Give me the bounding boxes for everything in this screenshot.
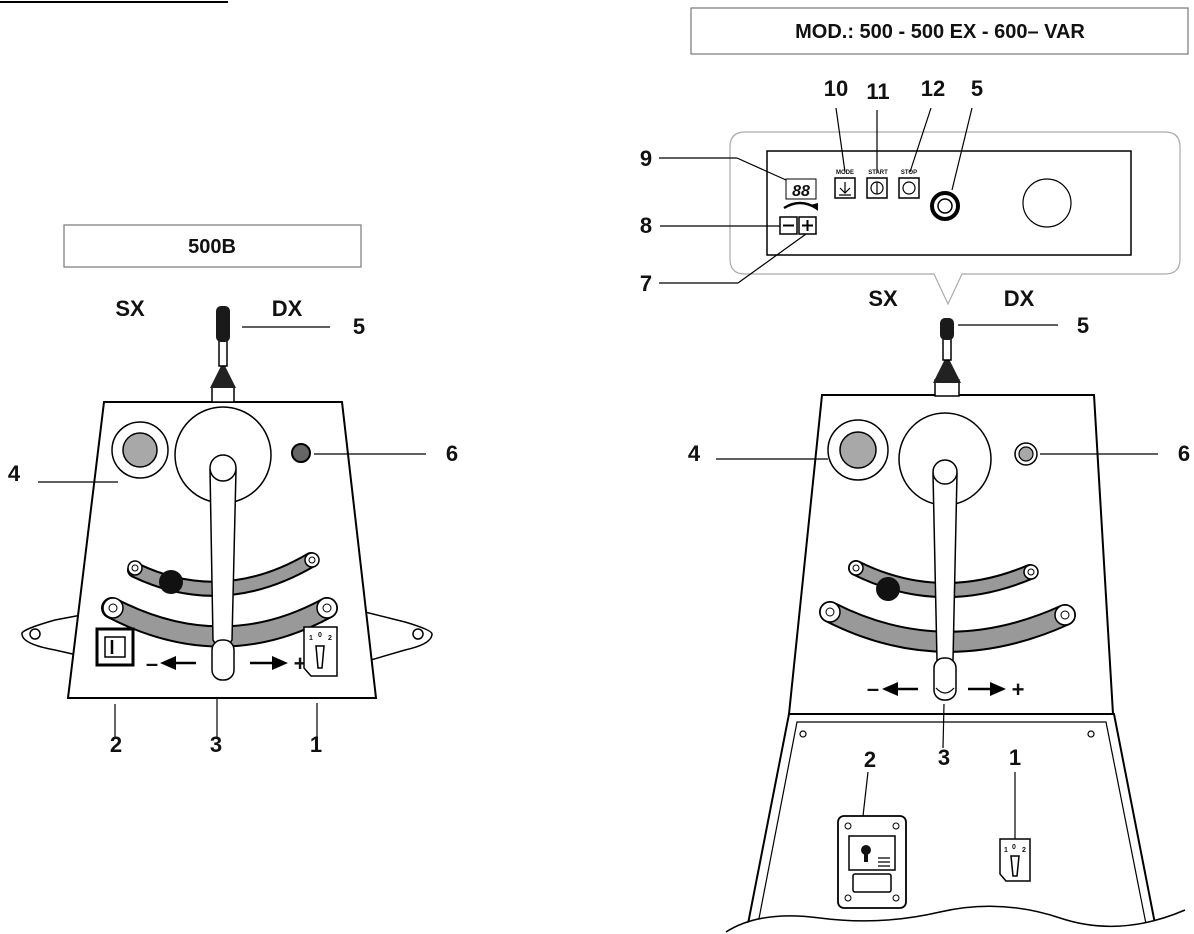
right-callout-7: 7	[640, 271, 652, 296]
right-joystick-knob	[940, 318, 954, 340]
right-leader-12	[909, 107, 932, 173]
svg-text:0: 0	[1012, 844, 1016, 851]
right-base-inner-frame	[755, 721, 1149, 934]
left-arrow-left-icon	[160, 656, 176, 670]
right-callout-6: 6	[1178, 441, 1190, 466]
right-leader-10	[835, 107, 846, 173]
right-break-line	[725, 905, 1186, 933]
left-dir-plus: +	[294, 651, 307, 676]
right-start-label: START	[868, 170, 888, 176]
right-model-box	[690, 7, 1189, 55]
left-side-dx: DX	[272, 296, 303, 321]
right-bolts	[819, 560, 1076, 626]
left-side-sx: SX	[115, 296, 145, 321]
left-mount-hole-left	[29, 628, 41, 640]
right-rotary-selector: 1 0 2	[999, 838, 1031, 882]
right-callout-4: 4	[688, 441, 701, 466]
right-dir-plus: +	[1012, 677, 1025, 702]
svg-text:2: 2	[328, 635, 332, 642]
right-callout-8: 8	[640, 213, 652, 238]
right-remote-plate	[1022, 178, 1072, 228]
right-emergency-button	[839, 431, 877, 469]
right-callout-5-panel: 5	[971, 76, 983, 101]
svg-text:2: 2	[1022, 847, 1026, 854]
right-rotary-knob-icon	[1010, 855, 1020, 877]
right-leader-7b	[737, 233, 807, 284]
right-callout-2: 2	[864, 747, 876, 772]
right-callout-9: 9	[640, 146, 652, 171]
left-lever-handle	[211, 639, 235, 681]
left-mount-hole-right	[412, 628, 424, 640]
left-joystick-boot	[210, 362, 236, 388]
left-joystick-shaft	[218, 337, 228, 367]
right-main-switch	[837, 815, 907, 909]
left-joystick-base	[211, 385, 235, 403]
right-callout-11: 11	[866, 79, 889, 104]
right-callout-10: 10	[824, 76, 848, 101]
left-rotary-knob-icon	[315, 645, 325, 669]
right-arrow-left-icon	[882, 682, 898, 696]
right-side-sx: SX	[868, 286, 898, 311]
right-dir-minus: –	[867, 676, 879, 701]
right-lever-hub	[932, 459, 958, 485]
left-dir-minus: –	[146, 651, 158, 676]
left-mount-ear-right	[356, 609, 433, 663]
left-callout-3: 3	[210, 732, 222, 757]
right-stop-label: STOP	[901, 170, 917, 176]
right-indicator-lamp	[1018, 446, 1034, 462]
right-callout-3: 3	[938, 745, 950, 770]
right-mode-label: MODE	[836, 170, 854, 176]
left-callout-4: 4	[8, 461, 21, 486]
right-slot-knob	[876, 577, 900, 601]
left-callout-5: 5	[353, 314, 365, 339]
left-callout-6: 6	[446, 441, 458, 466]
right-arrow-right-icon	[990, 682, 1006, 696]
left-power-switch-inner	[104, 636, 126, 658]
right-stop-icon	[902, 181, 916, 195]
left-arrow-right-icon	[272, 656, 288, 670]
right-joystick-boot	[933, 355, 961, 383]
left-callout-1: 1	[310, 732, 322, 757]
right-mode-icon	[839, 182, 851, 196]
right-base-screw-left	[799, 730, 807, 738]
left-model-box	[63, 224, 362, 268]
left-indicator-lamp	[291, 443, 311, 463]
left-slot-knob	[159, 570, 183, 594]
left-diagram: 500B SX DX	[8, 224, 458, 757]
left-rotary-selector: 1 0 2	[303, 626, 338, 677]
left-callout-2: 2	[110, 732, 122, 757]
left-lever-hub	[209, 454, 237, 482]
svg-text:1: 1	[1004, 847, 1008, 854]
right-lever	[932, 473, 958, 669]
right-callout-5: 5	[1077, 313, 1089, 338]
right-leader-9b	[736, 157, 787, 181]
svg-text:1: 1	[309, 635, 313, 642]
right-side-dx: DX	[1004, 286, 1035, 311]
right-display: 88	[792, 183, 810, 200]
left-emergency-button	[122, 432, 158, 468]
right-display-frame	[785, 178, 817, 200]
left-joystick-knob	[216, 306, 230, 342]
left-bolts	[102, 552, 338, 619]
left-lever	[209, 469, 237, 649]
svg-text:0: 0	[318, 632, 322, 639]
right-diagram: MOD.: 500 - 500 EX - 600– VAR 88 MODE ST…	[640, 7, 1190, 934]
right-main-switch-lock-icon	[861, 845, 871, 855]
right-callout-12: 12	[921, 76, 945, 101]
right-lever-handle	[933, 657, 957, 701]
right-leader-2	[862, 771, 869, 817]
right-base-screw-right	[1087, 730, 1095, 738]
left-model-label: 500B	[188, 236, 236, 258]
right-model-label: MOD.: 500 - 500 EX - 600– VAR	[795, 21, 1085, 43]
right-callout-1: 1	[1009, 745, 1021, 770]
right-leader-5-panel	[951, 107, 973, 191]
right-leader-3	[942, 703, 945, 749]
